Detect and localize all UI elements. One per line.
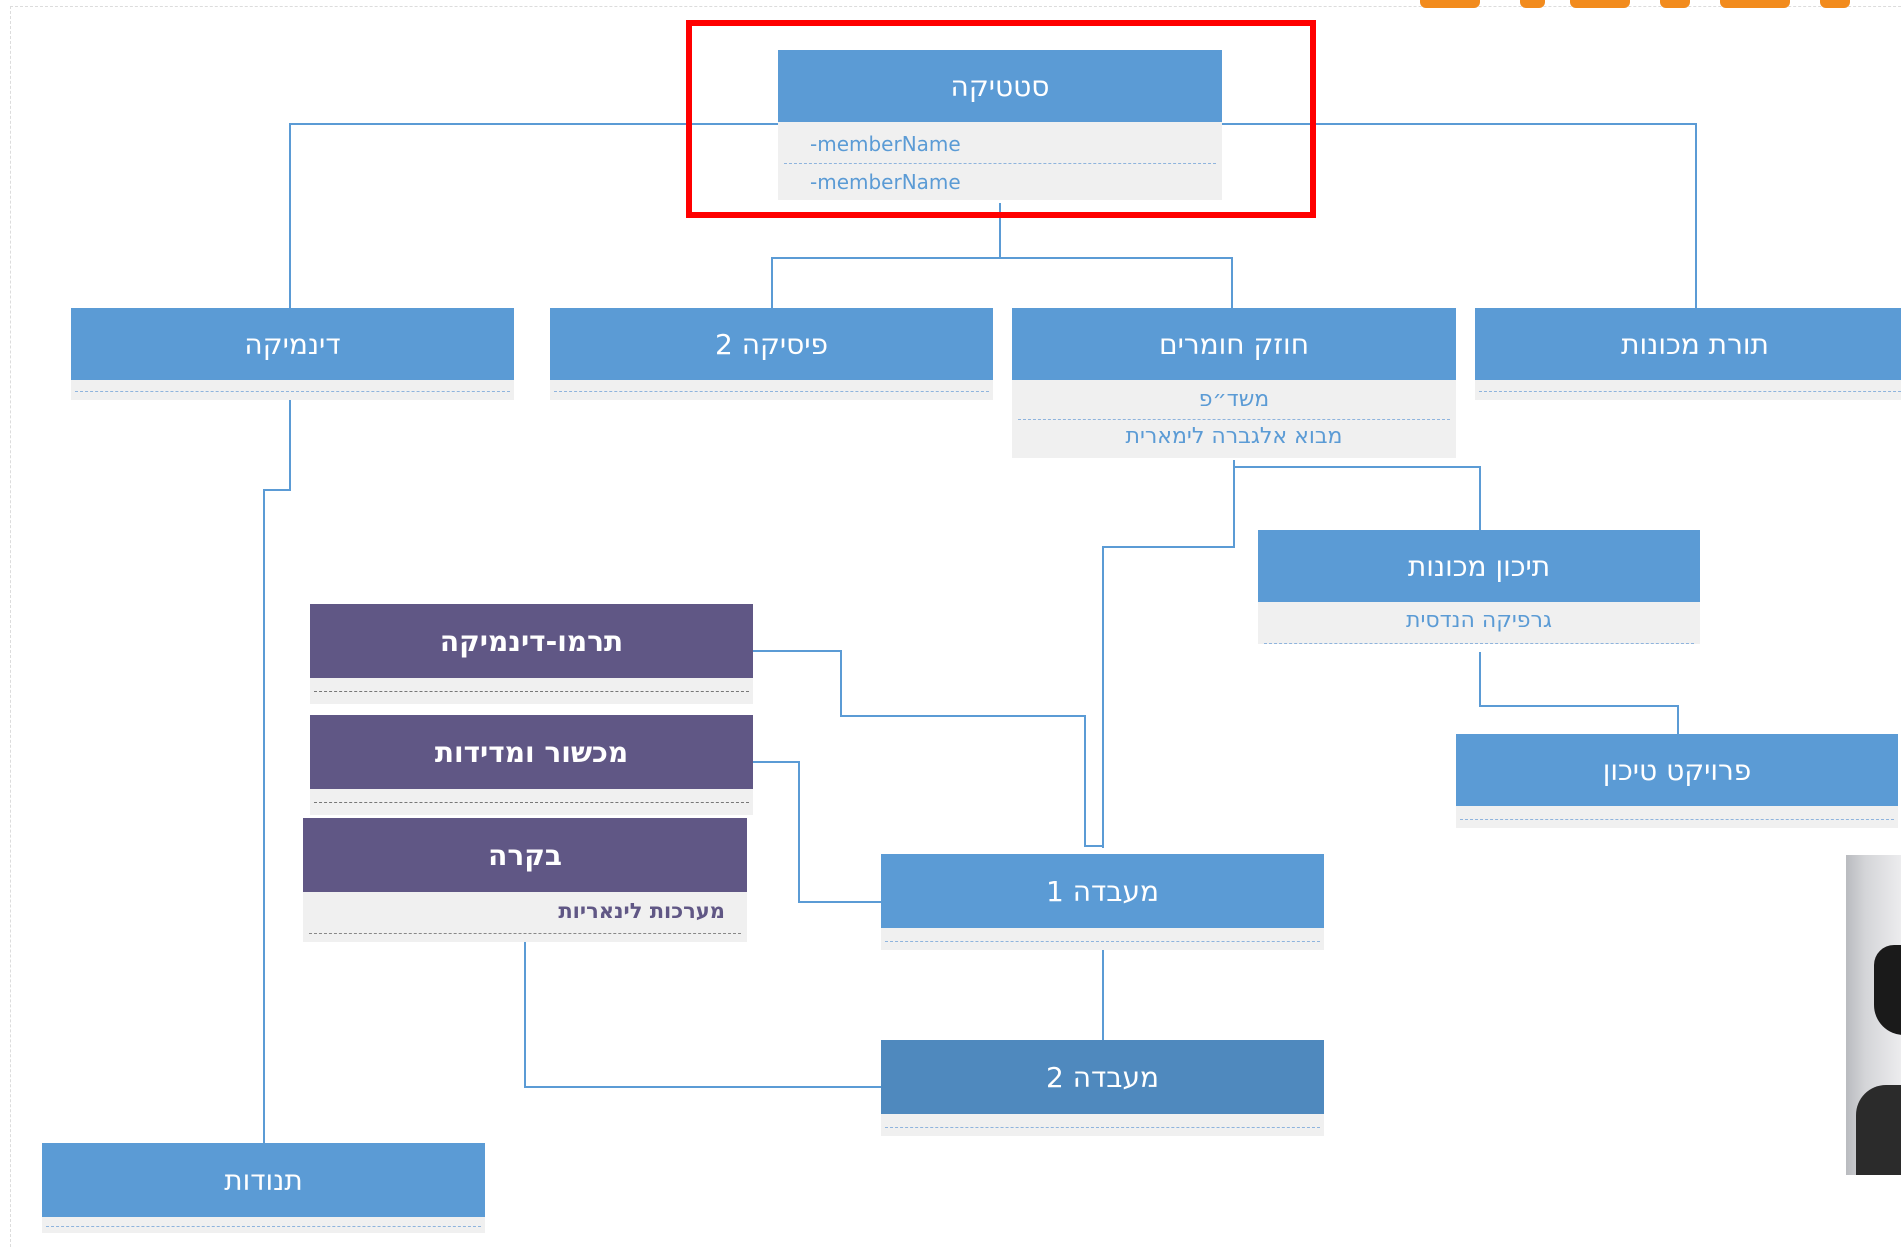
highlight-box <box>686 20 1316 218</box>
node-dynamics[interactable]: דינמיקה <box>71 308 514 400</box>
node-lab2[interactable]: מעבדה 2 <box>881 1040 1324 1136</box>
node-control-title: בקרה <box>303 818 747 892</box>
connector-statics-dynamics <box>289 123 778 308</box>
node-machine-theory-title: תורת מכונות <box>1475 308 1901 380</box>
node-strength-row-1: משד״פ <box>1018 380 1450 420</box>
node-physics2-title: פיסיקה 2 <box>550 308 993 380</box>
node-strength-title: חוזק חומרים <box>1012 308 1456 380</box>
page-border <box>10 6 1901 1247</box>
node-machine-design-row-1: גרפיקה הנדסית <box>1264 602 1694 644</box>
connector-dynamics-vibrations <box>263 400 291 1143</box>
node-strength[interactable]: חוזק חומרים משד״פ מבוא אלגברה לימארית <box>1012 308 1456 458</box>
node-vibrations-title: תנודות <box>42 1143 485 1217</box>
connector-control-lab2 <box>524 942 881 1088</box>
title-fragment <box>1420 0 1901 12</box>
node-strength-row-2: מבוא אלגברה לימארית <box>1125 424 1343 449</box>
connector-strength-lab1 <box>1102 460 1235 848</box>
node-dynamics-title: דינמיקה <box>71 308 514 380</box>
node-lab1-title: מעבדה 1 <box>881 854 1324 928</box>
node-design-project-title: פרויקט טיכון <box>1456 734 1898 806</box>
node-statics[interactable]: סטטיקה -memberName -memberName <box>778 50 1222 200</box>
node-control-row-1: מערכות לינאריות <box>309 892 741 934</box>
connector-thermo-lab1 <box>753 650 1103 847</box>
connector-instrumentation-lab1 <box>753 761 881 903</box>
node-machine-design-title: תיכון מכונות <box>1258 530 1700 602</box>
node-statics-title: סטטיקה <box>778 50 1222 122</box>
node-thermo-title: תרמו-דינמיקה <box>310 604 753 678</box>
node-statics-row-1: -memberName <box>784 128 1216 164</box>
node-vibrations[interactable]: תנודות <box>42 1143 485 1233</box>
node-design-project[interactable]: פרויקט טיכון <box>1456 734 1898 828</box>
node-lab1[interactable]: מעבדה 1 <box>881 854 1324 950</box>
node-instrumentation-title: מכשור ומדידות <box>310 715 753 789</box>
node-control[interactable]: בקרה מערכות לינאריות <box>303 818 747 942</box>
node-thermo[interactable]: תרמו-דינמיקה <box>310 604 753 704</box>
node-physics2[interactable]: פיסיקה 2 <box>550 308 993 400</box>
node-statics-row-2: -memberName <box>810 170 961 194</box>
node-machine-theory[interactable]: תורת מכונות <box>1475 308 1901 400</box>
connector-strength-design <box>1234 466 1481 530</box>
node-machine-design[interactable]: תיכון מכונות גרפיקה הנדסית <box>1258 530 1700 644</box>
connector-bus-physics2 <box>771 257 1233 308</box>
node-lab2-title: מעבדה 2 <box>881 1040 1324 1114</box>
connector-design-project <box>1479 652 1679 734</box>
node-instrumentation[interactable]: מכשור ומדידות <box>310 715 753 815</box>
presenter-photo <box>1846 855 1901 1175</box>
connector-statics-machine-theory <box>1222 123 1697 308</box>
